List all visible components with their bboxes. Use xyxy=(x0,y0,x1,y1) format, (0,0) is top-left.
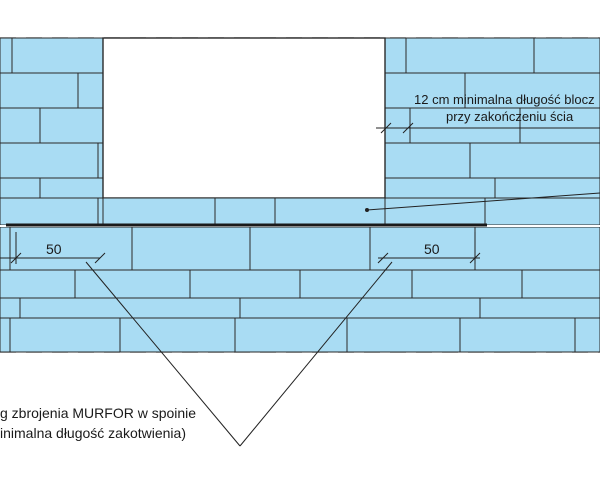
brick-course-9 xyxy=(0,297,600,319)
dimension-left xyxy=(0,232,106,264)
dimension-left-value: 50 xyxy=(46,241,62,257)
brick-course-10 xyxy=(0,317,600,353)
min-block-length-marker xyxy=(376,122,600,134)
rebar-note-text-2: inimalna długość zakotwienia) xyxy=(0,425,186,441)
dimension-right xyxy=(377,232,481,264)
rebar-note-leaders xyxy=(85,261,393,447)
lintel-bricks xyxy=(102,197,386,226)
lintel-course xyxy=(102,197,386,226)
lintel-leader xyxy=(365,192,600,212)
window-opening xyxy=(102,37,386,199)
brick-course-7 xyxy=(0,226,600,271)
rebar-note-text-1: g zbrojenia MURFOR w spoinie xyxy=(0,405,196,421)
min-block-length-text-2: przy zakończeniu ścia xyxy=(446,109,574,124)
dimension-right-value: 50 xyxy=(424,241,440,257)
min-block-length-text-1: 12 cm minimalna długość blocz xyxy=(414,92,595,107)
